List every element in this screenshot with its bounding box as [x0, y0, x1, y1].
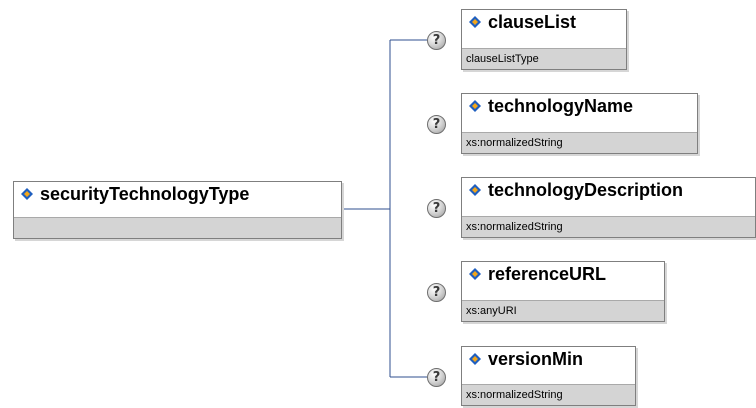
- child-element-header: technologyName: [462, 94, 697, 118]
- child-element-header: versionMin: [462, 347, 635, 371]
- element-diamond-icon: [468, 15, 482, 29]
- child-type-label: xs:normalizedString: [462, 384, 635, 405]
- child-element-header: clauseList: [462, 10, 626, 34]
- child-element-name: versionMin: [488, 348, 584, 369]
- root-element-header: securityTechnologyType: [14, 182, 341, 206]
- root-element-box[interactable]: securityTechnologyType: [13, 181, 342, 239]
- child-element-name: technologyDescription: [488, 179, 684, 200]
- optional-indicator-icon: ?: [427, 31, 446, 50]
- element-diamond-icon: [468, 99, 482, 113]
- child-type-label: clauseListType: [462, 48, 626, 69]
- optional-indicator-icon: ?: [427, 115, 446, 134]
- optional-indicator-icon: ?: [427, 283, 446, 302]
- root-type-band: [14, 217, 341, 238]
- root-element-name: securityTechnologyType: [40, 183, 250, 204]
- child-element-name: clauseList: [488, 11, 577, 32]
- child-element-name: referenceURL: [488, 263, 607, 284]
- child-element-header: technologyDescription: [462, 178, 755, 202]
- element-diamond-icon: [20, 187, 34, 201]
- child-element-box[interactable]: technologyName xs:normalizedString: [461, 93, 698, 154]
- element-diamond-icon: [468, 352, 482, 366]
- child-type-label: xs:normalizedString: [462, 132, 697, 153]
- child-element-name: technologyName: [488, 95, 634, 116]
- child-element-header: referenceURL: [462, 262, 664, 286]
- child-element-box[interactable]: technologyDescription xs:normalizedStrin…: [461, 177, 756, 238]
- optional-indicator-icon: ?: [427, 368, 446, 387]
- element-diamond-icon: [468, 183, 482, 197]
- child-element-box[interactable]: versionMin xs:normalizedString: [461, 346, 636, 406]
- child-element-box[interactable]: referenceURL xs:anyURI: [461, 261, 665, 322]
- optional-indicator-icon: ?: [427, 199, 446, 218]
- child-element-box[interactable]: clauseList clauseListType: [461, 9, 627, 70]
- element-diamond-icon: [468, 267, 482, 281]
- child-type-label: xs:normalizedString: [462, 216, 755, 237]
- child-type-label: xs:anyURI: [462, 300, 664, 321]
